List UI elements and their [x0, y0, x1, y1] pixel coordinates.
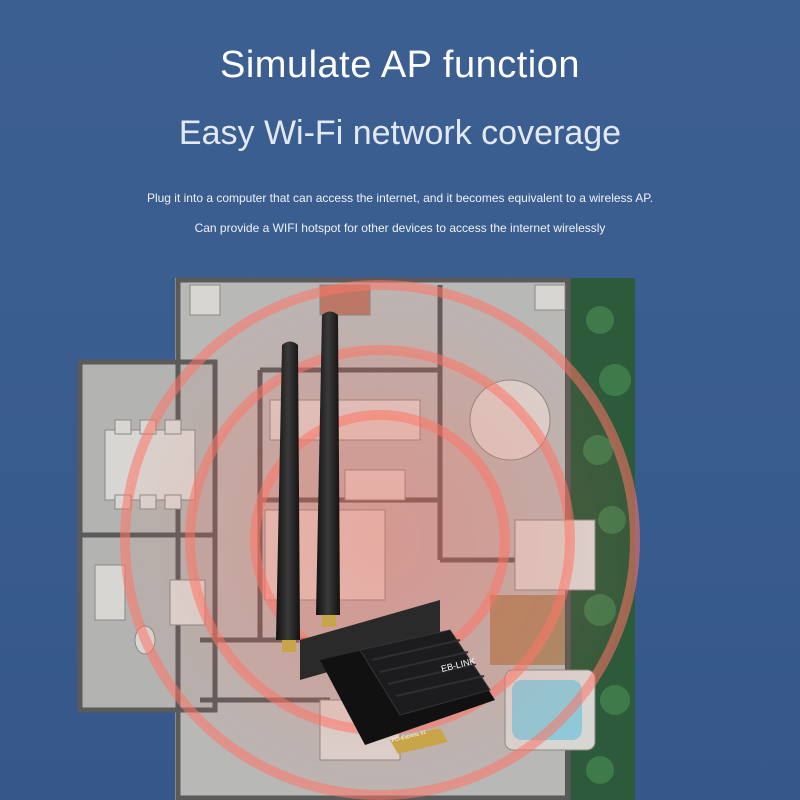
- heatsink: [359, 629, 491, 716]
- pcie-connector: [390, 728, 448, 754]
- wifi-adapter-card: EB-LINK PCI-Express X1: [276, 311, 495, 754]
- antenna-right: [316, 311, 340, 615]
- page-title: Simulate AP function: [220, 44, 580, 86]
- description-line-1: Plug it into a computer that can access …: [146, 191, 654, 205]
- antenna-left: [276, 341, 300, 640]
- page-subtitle: Easy Wi-Fi network coverage: [178, 114, 622, 152]
- description-line-2: Can provide a WIFI hotspot for other dev…: [194, 221, 606, 235]
